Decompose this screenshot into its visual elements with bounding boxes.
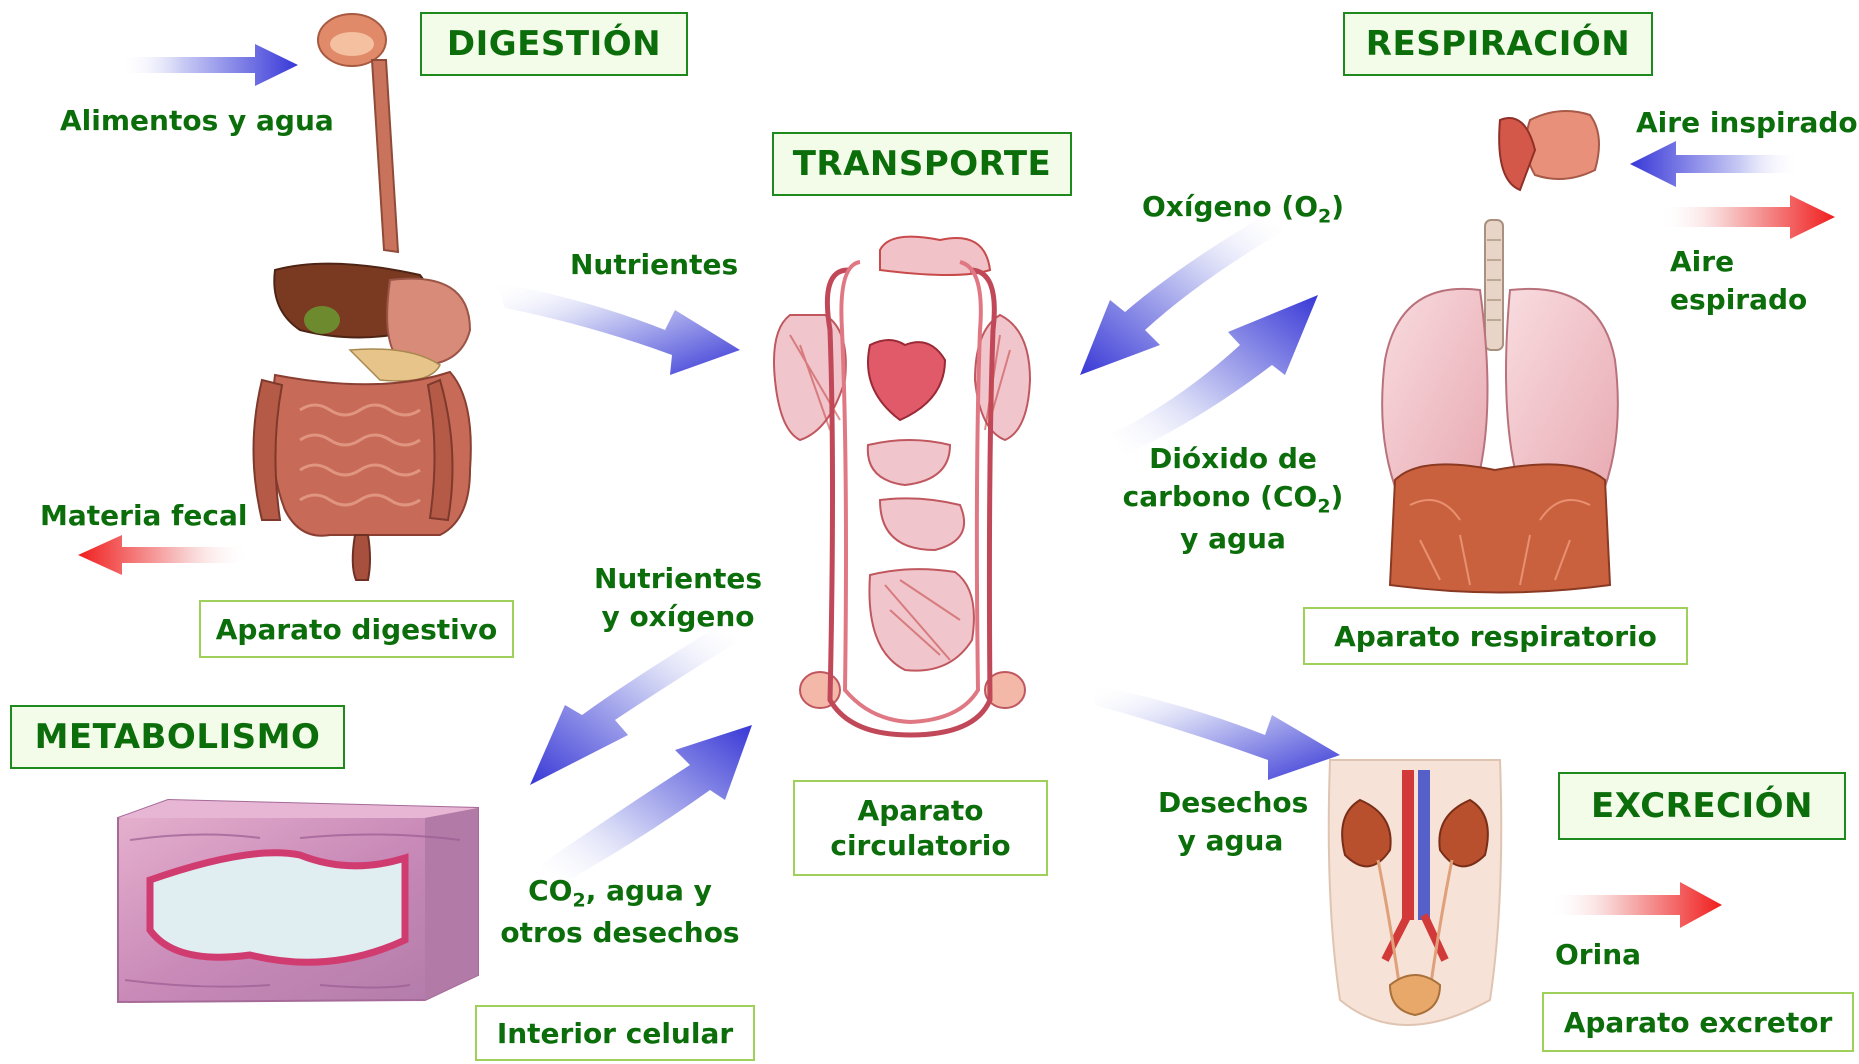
label-nutrientes-oxigeno: Nutrientes y oxígeno	[578, 560, 778, 636]
label-aparato-circulatorio: Aparato circulatorio	[793, 780, 1048, 876]
label-aparato-excretor-text: Aparato excretor	[1564, 1005, 1833, 1040]
title-metabolismo-text: METABOLISMO	[35, 717, 321, 757]
label-aire-inspirado: Aire inspirado	[1636, 104, 1858, 142]
label-aparato-excretor: Aparato excretor	[1542, 992, 1854, 1052]
label-aparato-circulatorio-line2: circulatorio	[830, 828, 1010, 863]
label-aire-espirado: Aire espirado	[1670, 243, 1807, 319]
label-desechos-agua: Desechos y agua	[1158, 784, 1303, 860]
label-aparato-digestivo-text: Aparato digestivo	[216, 612, 498, 647]
arrow-urine-out	[1548, 882, 1722, 928]
label-dioxido-carbono: Dióxido de carbono (CO2) y agua	[1118, 440, 1348, 558]
circulatory-system-illustration	[774, 237, 1030, 735]
label-materia-fecal: Materia fecal	[40, 497, 247, 535]
title-digestion: DIGESTIÓN	[420, 12, 688, 76]
label-aparato-circulatorio-line1: Aparato	[858, 793, 984, 828]
title-respiracion: RESPIRACIÓN	[1343, 12, 1653, 76]
arrow-air-expired	[1658, 195, 1835, 239]
title-excrecion-text: EXCRECIÓN	[1591, 786, 1813, 826]
respiratory-system-illustration	[1382, 111, 1618, 593]
digestive-system-illustration	[254, 14, 471, 580]
arrow-food-in	[120, 44, 298, 86]
label-aparato-respiratorio-text: Aparato respiratorio	[1334, 619, 1657, 654]
arrow-air-inspired	[1630, 141, 1800, 187]
title-transporte: TRANSPORTE	[772, 132, 1072, 196]
label-orina: Orina	[1555, 936, 1641, 974]
label-interior-celular: Interior celular	[475, 1005, 755, 1061]
label-alimentos-agua: Alimentos y agua	[60, 102, 334, 140]
cell-tissue-block-illustration	[118, 800, 478, 1002]
arrow-feces-out	[78, 535, 250, 575]
excretory-system-illustration	[1329, 760, 1502, 1025]
arrow-nutrients-to-blood	[495, 282, 740, 375]
title-excrecion: EXCRECIÓN	[1558, 772, 1846, 840]
label-aparato-respiratorio: Aparato respiratorio	[1303, 607, 1688, 665]
label-oxigeno: Oxígeno (O2)	[1142, 188, 1344, 230]
label-co2-desechos: CO2, agua y otros desechos	[500, 872, 740, 952]
title-metabolismo: METABOLISMO	[10, 705, 345, 769]
label-interior-celular-text: Interior celular	[497, 1016, 733, 1051]
title-transporte-text: TRANSPORTE	[793, 144, 1052, 184]
label-nutrientes: Nutrientes	[570, 246, 738, 284]
label-aparato-digestivo: Aparato digestivo	[199, 600, 514, 658]
title-respiracion-text: RESPIRACIÓN	[1366, 24, 1630, 64]
arrow-waste-to-kidney	[1095, 685, 1340, 780]
title-digestion-text: DIGESTIÓN	[447, 24, 661, 64]
